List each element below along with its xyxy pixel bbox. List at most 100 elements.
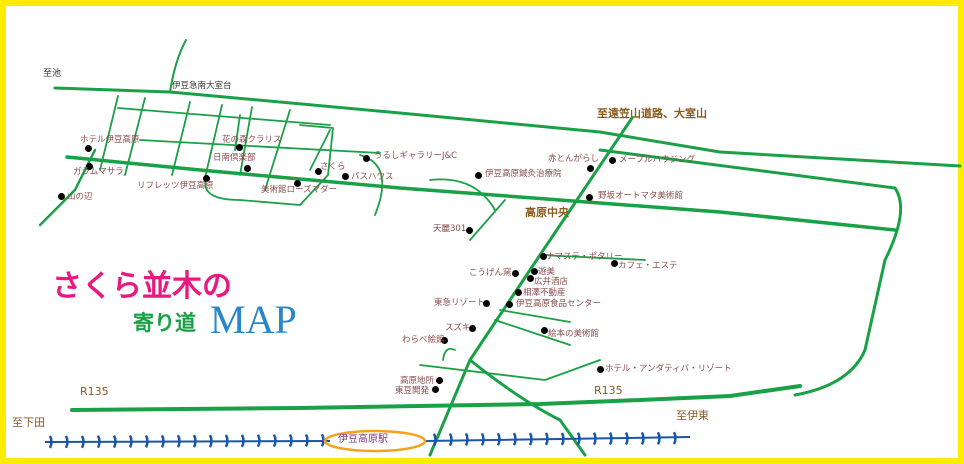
place-marker-icon	[483, 300, 490, 307]
rail-tie	[432, 433, 437, 447]
place-label: 東急リゾート	[434, 298, 486, 308]
rail-tie	[144, 434, 149, 448]
place-label: 美術館ローズマダー	[261, 185, 338, 195]
rail-tie	[160, 434, 165, 448]
place-marker-icon	[512, 270, 519, 277]
title-map: MAP	[210, 297, 297, 342]
rail-tie	[576, 432, 581, 446]
rail-tie	[288, 433, 293, 448]
rail-tie	[464, 432, 469, 447]
place-label: スズキ	[445, 323, 471, 333]
place-marker-icon	[342, 173, 349, 180]
place-label: 山の辺	[67, 192, 93, 202]
place-label: ホテル伊豆高原	[80, 135, 140, 145]
rail-tie	[512, 432, 517, 446]
place-marker-icon	[363, 155, 370, 162]
place-label: ナマステ・ポタリー	[546, 252, 623, 262]
place-label: 高原地所	[400, 376, 435, 386]
place-label: 伊豆高原食品センター	[516, 299, 602, 309]
place-marker-icon	[506, 301, 513, 308]
road-diagonal-branch	[468, 358, 587, 457]
place-label: 遊美	[538, 267, 556, 277]
title-sakura-namiki: さくら並木の	[52, 269, 232, 304]
place-marker-icon	[236, 144, 243, 151]
rail-tie	[608, 432, 613, 446]
place-marker-icon	[466, 227, 473, 234]
place-label: わらべ絵館	[402, 335, 445, 345]
direction-ito: 至伊東	[676, 409, 709, 422]
rail-tie	[592, 432, 597, 446]
place-label: ホテル・アンダティバ・リゾート	[605, 364, 732, 374]
rail-tie	[224, 434, 229, 448]
r135-right-label: R135	[594, 384, 623, 397]
place-marker-icon	[541, 327, 548, 334]
place-label: 絵本の美術館	[548, 329, 600, 339]
place-label: さくら	[320, 162, 346, 172]
place-label: カフェ・エステ	[618, 261, 678, 271]
place-label: こうげん窯	[469, 268, 512, 278]
road-top	[53, 86, 962, 168]
railway	[44, 431, 691, 449]
rail-tie	[560, 432, 565, 446]
rail-tie	[544, 432, 549, 446]
place-marker-icon	[441, 337, 448, 344]
rail-tie	[496, 432, 501, 446]
place-marker-icon	[86, 163, 93, 170]
place-marker-icon	[203, 175, 210, 182]
place-marker-icon	[611, 260, 618, 267]
rail-tie	[192, 434, 197, 448]
place-marker-icon	[58, 193, 65, 200]
place-marker-icon	[586, 194, 593, 201]
r135-left-label: R135	[80, 385, 109, 398]
direction-ike: 至池	[43, 69, 62, 79]
rail-tie	[272, 434, 277, 448]
road-north-spur	[169, 39, 187, 93]
place-marker-icon	[587, 165, 594, 172]
rail-tie	[96, 435, 101, 449]
rail-tie	[624, 431, 629, 446]
place-label: 日南倶楽部	[213, 153, 256, 163]
title-yorimichi: 寄り道	[133, 310, 196, 335]
rail-tie	[176, 434, 181, 448]
rail-tie	[304, 433, 309, 447]
road-diagonal	[428, 116, 634, 457]
kogen-chuo-label: 高原中央	[525, 206, 569, 219]
place-label: 天麗301	[433, 224, 467, 234]
place-marker-icon	[244, 165, 251, 172]
direction-shimoda: 至下田	[12, 416, 45, 429]
rail-tie	[208, 434, 213, 448]
road-middle	[65, 155, 897, 232]
rail-tie	[528, 432, 533, 446]
rail-tie	[640, 431, 645, 445]
place-label: 伊豆高原鍼灸治療院	[485, 169, 562, 179]
rail-tie	[320, 433, 325, 447]
area-label: 伊豆急南大室台	[172, 81, 232, 91]
road-east	[598, 148, 903, 397]
place-label: 花の森クラリス	[222, 135, 282, 145]
road-r135	[70, 384, 802, 412]
place-label: 広井酒店	[534, 277, 569, 287]
place-marker-icon	[315, 168, 322, 175]
station-marker	[323, 429, 427, 453]
street-grid	[99, 95, 646, 381]
place-marker-icon	[85, 145, 92, 152]
place-marker-icon	[432, 386, 439, 393]
direction-togasayama: 至遠笠山道路、大室山	[597, 107, 707, 120]
place-label: バスハウス	[351, 172, 394, 182]
rail-tie	[656, 431, 661, 445]
place-label: 相澤不動産	[523, 288, 566, 298]
place-label: メープルハウジング	[619, 155, 695, 165]
place-label: 赤とんがらし	[548, 154, 600, 164]
place-marker-icon	[294, 180, 301, 187]
rail-tie	[480, 432, 485, 446]
rail-tie	[256, 434, 261, 448]
rail-tie	[128, 434, 133, 449]
rail-tie	[672, 431, 677, 445]
place-marker-icon	[609, 157, 616, 164]
rail-tie	[48, 435, 53, 449]
road-west	[38, 148, 97, 227]
rail-tie	[64, 435, 69, 449]
station-label: 伊豆高原駅	[338, 434, 388, 445]
